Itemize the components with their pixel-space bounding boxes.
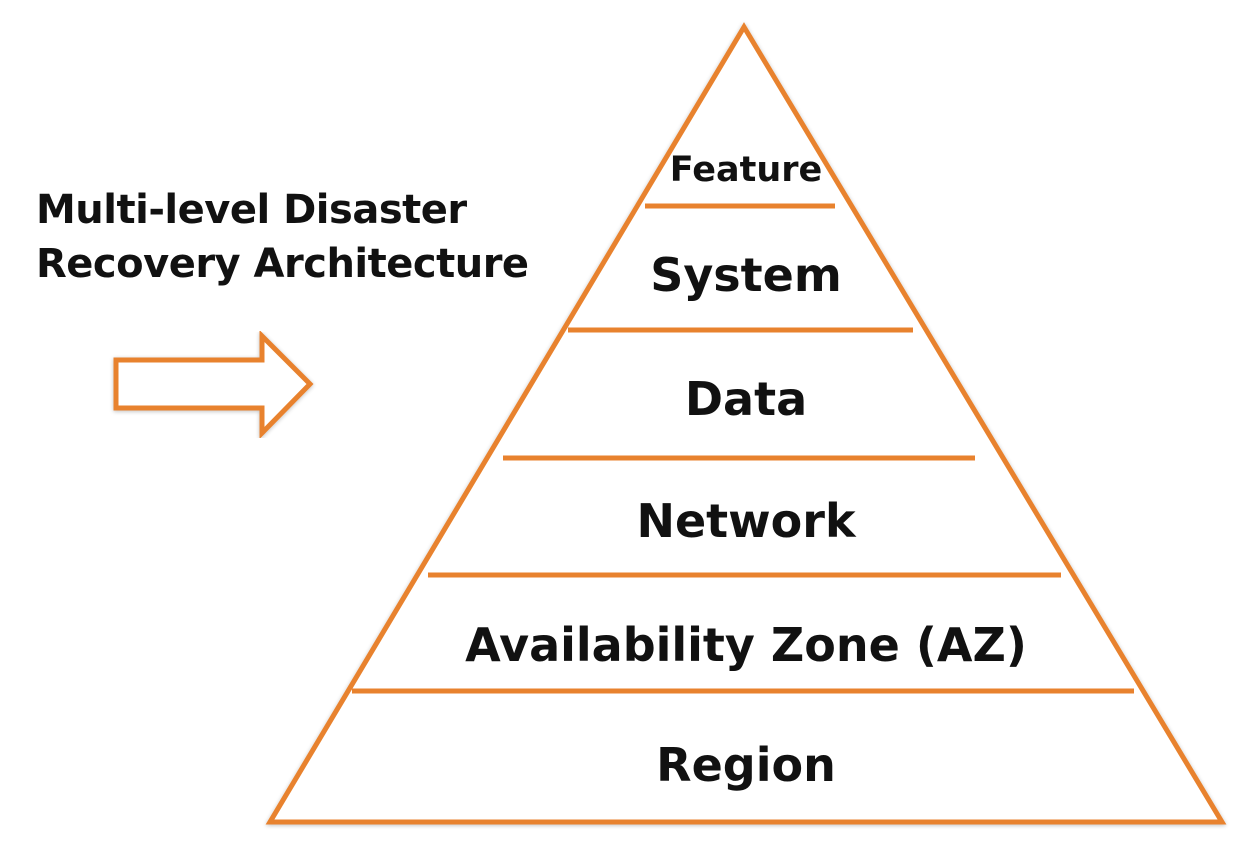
diagram-title-line-1: Multi-level Disaster — [36, 187, 467, 233]
tier-labels: Feature System Data Network Availability… — [465, 150, 1027, 792]
diagram-title-line-2: Recovery Architecture — [36, 241, 529, 287]
tier-label-data: Data — [685, 372, 807, 426]
tier-label-network: Network — [636, 494, 856, 548]
pyramid-outline — [265, 22, 1227, 825]
tier-dividers — [352, 203, 1134, 694]
right-arrow-icon — [113, 329, 314, 440]
tier-label-feature: Feature — [670, 150, 823, 190]
tier-label-availability-zone: Availability Zone (AZ) — [465, 618, 1027, 672]
tier-label-system: System — [650, 248, 842, 302]
diagram-title: Multi-level Disaster Recovery Architectu… — [36, 183, 529, 291]
tier-label-region: Region — [656, 738, 836, 792]
